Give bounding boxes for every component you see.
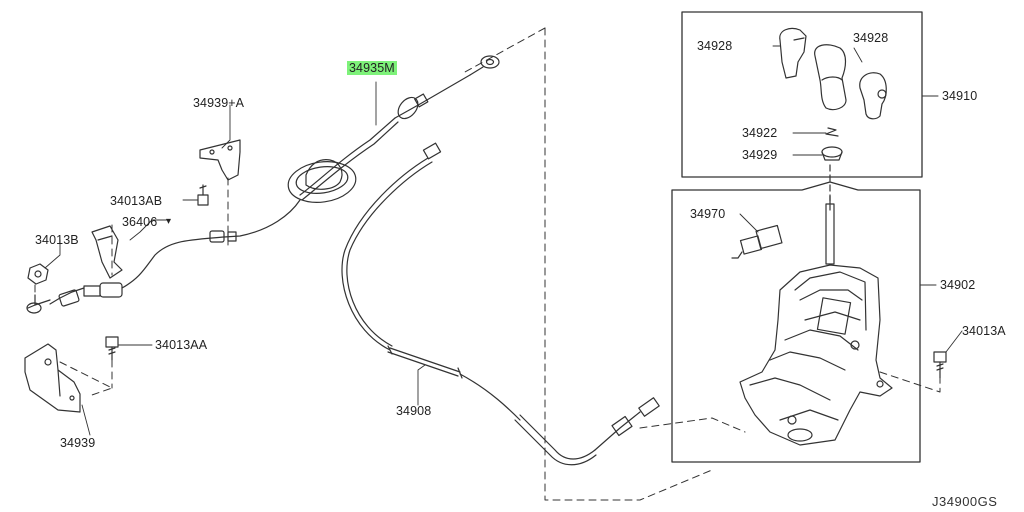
leader-lines xyxy=(44,45,963,436)
knob-assembly-frame xyxy=(681,11,939,178)
part-label-34935m[interactable]: 34935M xyxy=(347,61,397,75)
cable-34935m xyxy=(121,55,500,289)
connector-34970 xyxy=(731,224,783,259)
shifter-assembly-frame xyxy=(671,181,937,463)
assembly-dashed-lines xyxy=(34,27,941,501)
cable-grommet xyxy=(287,159,357,203)
part-label-36406[interactable]: 36406 xyxy=(122,215,158,229)
part-label-34928-right[interactable]: 34928 xyxy=(853,31,889,45)
part-label-34970[interactable]: 34970 xyxy=(690,207,726,221)
part-label-34013aa[interactable]: 34013AA xyxy=(155,338,208,352)
bolt-34013a xyxy=(933,351,947,379)
part-label-34908[interactable]: 34908 xyxy=(396,404,432,418)
cable-34908 xyxy=(341,142,660,466)
bracket-34939-a xyxy=(199,139,241,181)
shift-rod xyxy=(825,164,835,265)
part-label-34939-a[interactable]: 34939+A xyxy=(193,96,245,110)
figure-code: J34900GS xyxy=(932,494,998,509)
knob-parts xyxy=(779,27,887,120)
shifter-assembly xyxy=(739,264,893,446)
clip-34922 xyxy=(825,127,839,137)
part-label-34902[interactable]: 34902 xyxy=(940,278,976,292)
part-label-34929[interactable]: 34929 xyxy=(742,148,778,162)
part-label-34013ab[interactable]: 34013AB xyxy=(110,194,163,208)
part-label-34928-left[interactable]: 34928 xyxy=(697,39,733,53)
part-label-34922[interactable]: 34922 xyxy=(742,126,778,140)
nut-34013b xyxy=(27,263,49,285)
part-label-34013b[interactable]: 34013B xyxy=(35,233,79,247)
cable-end-adjuster xyxy=(26,282,123,314)
part-label-36406-mark: ▾ xyxy=(166,216,172,227)
clip-36406 xyxy=(91,225,123,279)
part-label-34939[interactable]: 34939 xyxy=(60,436,96,450)
bolt-34013aa xyxy=(105,336,119,361)
bushing-34929 xyxy=(821,146,843,161)
bolt-34013ab xyxy=(197,184,209,206)
part-label-34910[interactable]: 34910 xyxy=(942,89,978,103)
bracket-34939 xyxy=(24,343,81,413)
part-label-34013a[interactable]: 34013A xyxy=(962,324,1006,338)
